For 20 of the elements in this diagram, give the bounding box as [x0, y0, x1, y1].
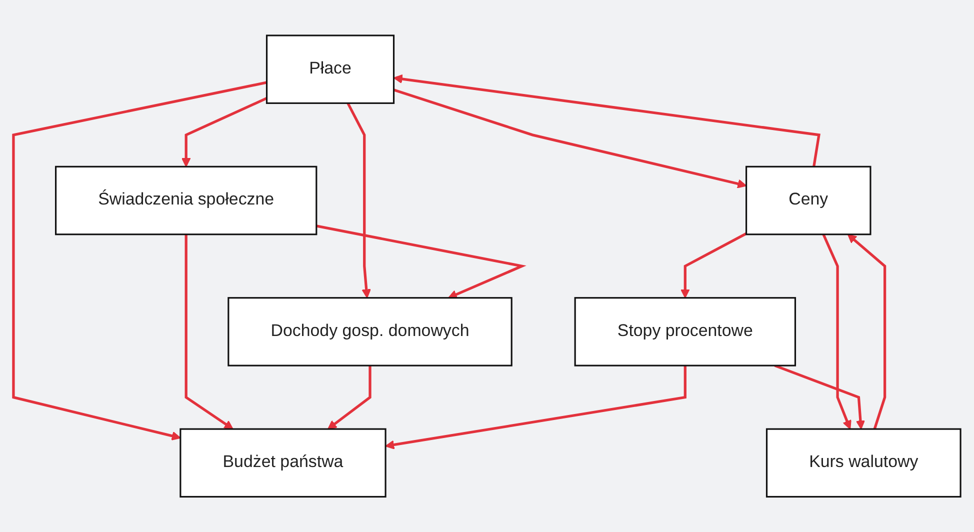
arrow [385, 365, 686, 450]
arrow [680, 232, 747, 298]
arrow [346, 102, 371, 298]
node-box: Płace [266, 34, 395, 104]
node-box: Dochody gosp. domowych [228, 296, 512, 366]
arrow [184, 234, 234, 430]
arrow [393, 88, 747, 188]
arrow [181, 96, 268, 167]
arrow [316, 224, 526, 299]
node-box: Budżet państwa [180, 428, 386, 498]
arrow [822, 234, 852, 430]
arrow [393, 74, 820, 167]
arrow [12, 81, 268, 440]
node-box: Świadczenia społeczne [55, 166, 318, 236]
arrow [774, 364, 866, 430]
node-box: Kurs walutowy [766, 428, 962, 498]
arrow [847, 234, 886, 430]
arrow [327, 365, 372, 430]
node-box: Ceny [746, 166, 872, 236]
node-box: Stopy procentowe [574, 296, 796, 366]
